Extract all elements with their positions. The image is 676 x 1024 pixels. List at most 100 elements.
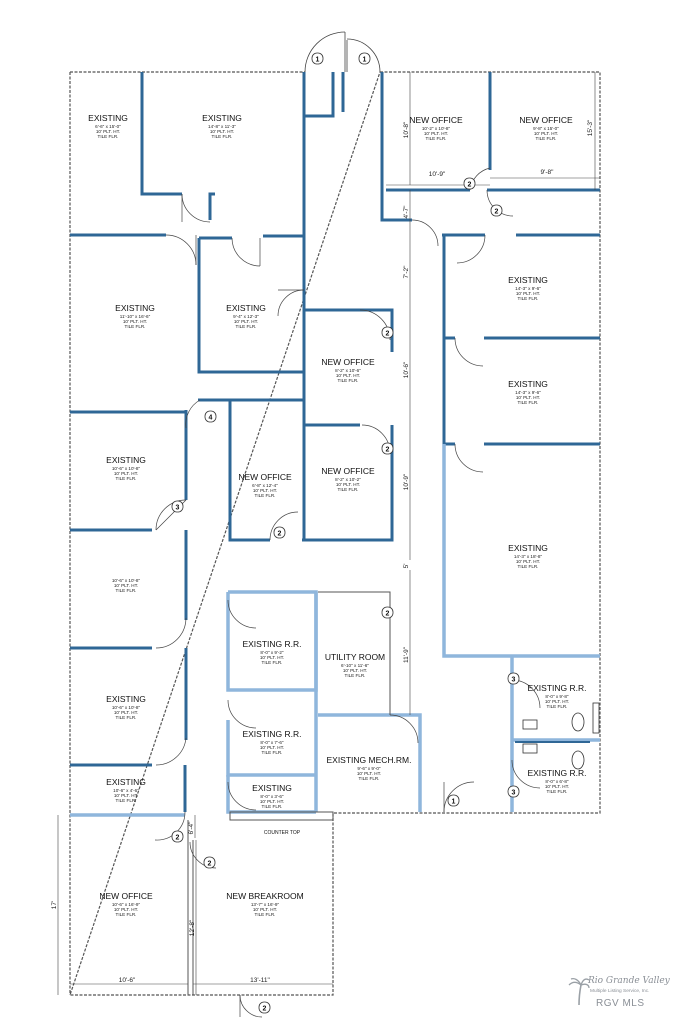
door-tag-label: 4 bbox=[209, 415, 213, 422]
room-height: 10' PLT. HT. bbox=[336, 482, 360, 487]
room-height: 10' PLT. HT. bbox=[123, 319, 147, 324]
door-tag: 2 bbox=[381, 606, 394, 619]
room-name: EXISTING R.R. bbox=[527, 683, 586, 693]
door-tag-label: 2 bbox=[386, 447, 390, 454]
door-tags: 1 1 2 2 2 4 2 3 2 2 3 1 3 2 2 2 bbox=[171, 52, 520, 1014]
door-tag: 1 bbox=[311, 52, 324, 65]
room-dims: 9'-6" x 9'-0" bbox=[357, 766, 381, 771]
door-tag: 2 bbox=[171, 830, 184, 843]
room-dims: 9'-4" x 12'-3" bbox=[233, 314, 259, 319]
room-dims: 10'-6" x 10'-8" bbox=[112, 578, 141, 583]
room-dims: 8'-0" x 9'-8" bbox=[545, 694, 569, 699]
room-dims: 8'-2" x 10'-2" bbox=[335, 477, 361, 482]
room-dims: 10'-2" x 10'-8" bbox=[422, 126, 451, 131]
room-label: EXISTING 9'-4" x 12'-3" 10' PLT. HT. TIL… bbox=[226, 303, 266, 329]
room-label: NEW OFFICE 8'-2" x 10'-2" 10' PLT. HT. T… bbox=[321, 466, 375, 492]
room-floor: TILE FLR. bbox=[518, 400, 539, 405]
room-name: EXISTING bbox=[508, 543, 548, 553]
room-floor: TILE FLR. bbox=[426, 136, 447, 141]
room-label: EXISTING R.R. 8'-0" x 9'-2" 10' PLT. HT.… bbox=[242, 639, 301, 665]
room-floor: TILE FLR. bbox=[518, 296, 539, 301]
room-name: NEW OFFICE bbox=[409, 115, 463, 125]
room-dims: 10'-6" x 16'-9" bbox=[112, 902, 141, 907]
room-name: NEW BREAKROOM bbox=[226, 891, 303, 901]
new-walls bbox=[70, 72, 600, 812]
door-tag-label: 3 bbox=[176, 505, 180, 512]
room-height: 10' PLT. HT. bbox=[516, 559, 540, 564]
door-tag: 2 bbox=[381, 326, 394, 339]
room-floor: TILE FLR. bbox=[338, 378, 359, 383]
room-name: NEW OFFICE bbox=[321, 466, 375, 476]
room-label: EXISTING 10'-6" x 10'-8" 10' PLT. HT. TI… bbox=[106, 694, 146, 720]
room-height: 10' PLT. HT. bbox=[516, 395, 540, 400]
room-label: EXISTING 14'-3" x 9'-6" 10' PLT. HT. TIL… bbox=[508, 379, 548, 405]
room-height: 10' PLT. HT. bbox=[516, 291, 540, 296]
door-tag: 4 bbox=[204, 410, 217, 423]
room-dims: 6'-8" x 12'-4" bbox=[252, 483, 278, 488]
dimension-labels: 10'-8" 10'-9" 9'-8" 15'-3" 4'-7" 7'-2" 1… bbox=[51, 119, 594, 984]
room-label: EXISTING 8'-0" x 3'-6" 10' PLT. HT. TILE… bbox=[252, 783, 292, 809]
room-name: EXISTING bbox=[106, 455, 146, 465]
room-floor: TILE FLR. bbox=[116, 912, 137, 917]
room-height: 10' PLT. HT. bbox=[260, 799, 284, 804]
room-height: 10' PLT. HT. bbox=[114, 583, 138, 588]
door-tag-label: 3 bbox=[512, 677, 516, 684]
dim-label: 10'-9" bbox=[403, 473, 410, 490]
room-name: NEW OFFICE bbox=[238, 472, 292, 482]
room-height: 10' PLT. HT. bbox=[96, 129, 120, 134]
door-tag-label: 2 bbox=[468, 182, 472, 189]
dim-label: 7'-2" bbox=[403, 265, 410, 279]
room-label: EXISTING 6'-6" x 15'-0" 10' PLT. HT. TIL… bbox=[88, 113, 128, 139]
room-label: EXISTING 14'-3" x 9'-6" 10' PLT. HT. TIL… bbox=[508, 275, 548, 301]
room-name: NEW OFFICE bbox=[321, 357, 375, 367]
room-dims: 8'-0" x 9'-2" bbox=[260, 650, 284, 655]
room-name: EXISTING bbox=[508, 379, 548, 389]
dim-label: 10'-6" bbox=[119, 977, 136, 984]
room-dims: 10'-6" x 4'-6" bbox=[113, 788, 139, 793]
door-tag-label: 3 bbox=[512, 790, 516, 797]
room-height: 10' PLT. HT. bbox=[234, 319, 258, 324]
room-dims: 10'-6" x 10'-8" bbox=[112, 705, 141, 710]
room-height: 10' PLT. HT. bbox=[114, 907, 138, 912]
door-tag: 2 bbox=[273, 526, 286, 539]
room-height: 10' PLT. HT. bbox=[545, 784, 569, 789]
room-height: 10' PLT. HT. bbox=[357, 771, 381, 776]
room-dims: 8'-0" x 6'-8" bbox=[545, 779, 569, 784]
room-dims: 8'-0" x 7'-6" bbox=[260, 740, 284, 745]
room-name: UTILITY ROOM bbox=[325, 652, 385, 662]
door-tag-label: 2 bbox=[386, 611, 390, 618]
room-height: 10' PLT. HT. bbox=[114, 471, 138, 476]
room-label: EXISTING 10'-6" x 4'-6" 10' PLT. HT. TIL… bbox=[106, 777, 146, 803]
room-name: EXISTING R.R. bbox=[242, 729, 301, 739]
door-tag: 2 bbox=[258, 1001, 271, 1014]
existing-walls bbox=[70, 444, 600, 817]
room-floor: TILE FLR. bbox=[262, 660, 283, 665]
room-label: NEW BREAKROOM 13'-7" x 16'-9" 10' PLT. H… bbox=[226, 891, 303, 917]
room-label: EXISTING MECH.RM. 9'-6" x 9'-0" 10' PLT.… bbox=[326, 755, 411, 781]
room-height: 10' PLT. HT. bbox=[114, 793, 138, 798]
room-height: 10' PLT. HT. bbox=[253, 488, 277, 493]
dim-label: 11'-9" bbox=[403, 646, 410, 663]
thin-walls bbox=[187, 591, 391, 995]
room-floor: TILE FLR. bbox=[125, 324, 146, 329]
room-dims: 14'-8" x 11'-3" bbox=[208, 124, 236, 129]
room-name: EXISTING MECH.RM. bbox=[326, 755, 411, 765]
room-dims: 14'-3" x 18'-8" bbox=[514, 554, 543, 559]
restroom-fixtures bbox=[515, 702, 600, 770]
room-name: EXISTING bbox=[106, 777, 146, 787]
entry-doors bbox=[304, 31, 381, 73]
door-tag: 3 bbox=[171, 500, 184, 513]
room-floor: TILE FLR. bbox=[116, 715, 137, 720]
room-floor: TILE FLR. bbox=[98, 134, 119, 139]
dim-label: 9'-8" bbox=[541, 169, 555, 176]
door-tag: 1 bbox=[447, 794, 460, 807]
door-tag-label: 2 bbox=[278, 531, 282, 538]
room-floor: TILE FLR. bbox=[116, 798, 137, 803]
building-outline bbox=[69, 71, 601, 996]
rgv-mls-logo: Rio Grande Valley Multiple Listing Servi… bbox=[566, 974, 670, 1014]
room-floor: TILE FLR. bbox=[262, 750, 283, 755]
dim-label: 5' bbox=[403, 564, 410, 569]
room-dims: 9'-8" x 15'-0" bbox=[533, 126, 559, 131]
room-height: 10' PLT. HT. bbox=[545, 699, 569, 704]
